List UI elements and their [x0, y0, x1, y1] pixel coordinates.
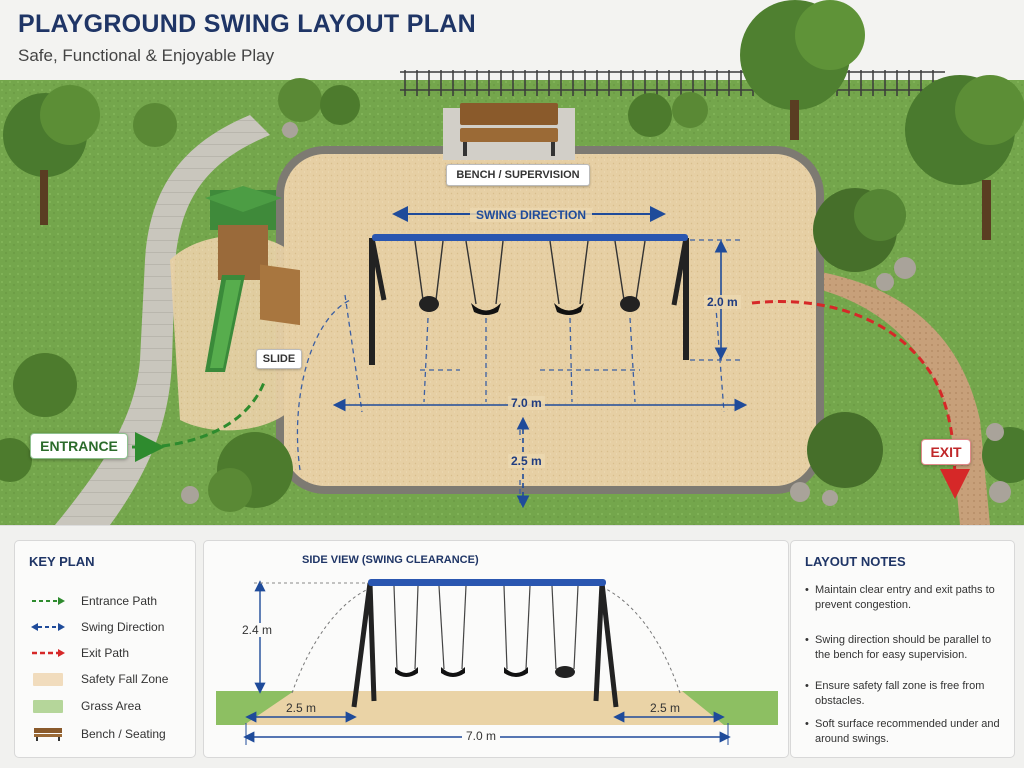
layout-notes-panel: LAYOUT NOTES Maintain clear entry and ex…: [790, 540, 1015, 758]
trees: [0, 0, 1024, 512]
sand-swatch: [29, 672, 67, 686]
key-item-label: Bench / Seating: [81, 727, 166, 741]
blue-dashed-double-arrow-icon: [29, 620, 67, 634]
layout-notes-title: LAYOUT NOTES: [805, 554, 906, 569]
layout-note: Maintain clear entry and exit paths to p…: [805, 583, 1005, 613]
layout-note: Soft surface recommended under and aroun…: [805, 717, 1005, 747]
slide-play-structure: [205, 186, 300, 372]
grass-swatch: [29, 699, 67, 713]
page-title: PLAYGROUND SWING LAYOUT PLAN: [18, 10, 476, 38]
bench-label: BENCH / SUPERVISION: [446, 164, 590, 186]
green-dashed-arrow-icon: [29, 594, 67, 608]
slide-label: SLIDE: [256, 349, 302, 369]
key-plan-panel: KEY PLAN Entrance Path Swing Direction E…: [14, 540, 196, 758]
clearance-dimension-label: 2.5 m: [508, 454, 545, 468]
side-view-diagram: [216, 579, 778, 745]
side-view-title: SIDE VIEW (SWING CLEARANCE): [302, 554, 479, 566]
info-panels: KEY PLAN Entrance Path Swing Direction E…: [0, 525, 1024, 768]
exit-label: EXIT: [921, 439, 971, 465]
swing-set-frame: [369, 234, 689, 365]
key-item: Safety Fall Zone: [29, 671, 168, 687]
key-item-label: Swing Direction: [81, 620, 165, 634]
side-height-label: 2.4 m: [242, 623, 273, 637]
key-plan-title: KEY PLAN: [29, 554, 95, 569]
page-subtitle: Safe, Functional & Enjoyable Play: [18, 46, 275, 65]
walking-path-left: [55, 115, 270, 525]
safety-fall-zone: [276, 146, 824, 494]
aerial-plan-illustration: [0, 0, 1024, 525]
exit-mulch-path: [800, 270, 990, 525]
swing-direction-label: SWING DIRECTION: [470, 208, 592, 222]
key-item: Bench / Seating: [29, 726, 166, 742]
key-item: Swing Direction: [29, 619, 164, 635]
layout-note: Ensure safety fall zone is free from obs…: [805, 679, 1005, 709]
red-dashed-arrow-icon: [29, 646, 67, 660]
key-item: Exit Path: [29, 645, 129, 661]
rocks: [181, 122, 1011, 506]
layout-note: Swing direction should be parallel to th…: [805, 633, 1005, 663]
key-item: Entrance Path: [29, 593, 157, 609]
key-item-label: Safety Fall Zone: [81, 672, 169, 686]
entrance-label: ENTRANCE: [30, 433, 128, 459]
side-total-width-label: 7.0 m: [462, 729, 501, 743]
side-left-clearance-label: 2.5 m: [286, 701, 317, 715]
entrance-path-arrow: [161, 379, 267, 448]
bench-icon: [443, 103, 575, 160]
key-item-label: Entrance Path: [81, 594, 158, 608]
height-dimension-label: 2.0 m: [704, 295, 741, 309]
side-right-clearance-label: 2.5 m: [650, 701, 681, 715]
key-item-label: Exit Path: [81, 646, 130, 660]
key-item-label: Grass Area: [81, 699, 142, 713]
key-item: Grass Area: [29, 698, 141, 714]
width-dimension-label: 7.0 m: [508, 396, 545, 410]
side-view-panel: SIDE VIEW (SWING CLEARANCE): [203, 540, 789, 758]
bench-icon: [29, 727, 67, 741]
